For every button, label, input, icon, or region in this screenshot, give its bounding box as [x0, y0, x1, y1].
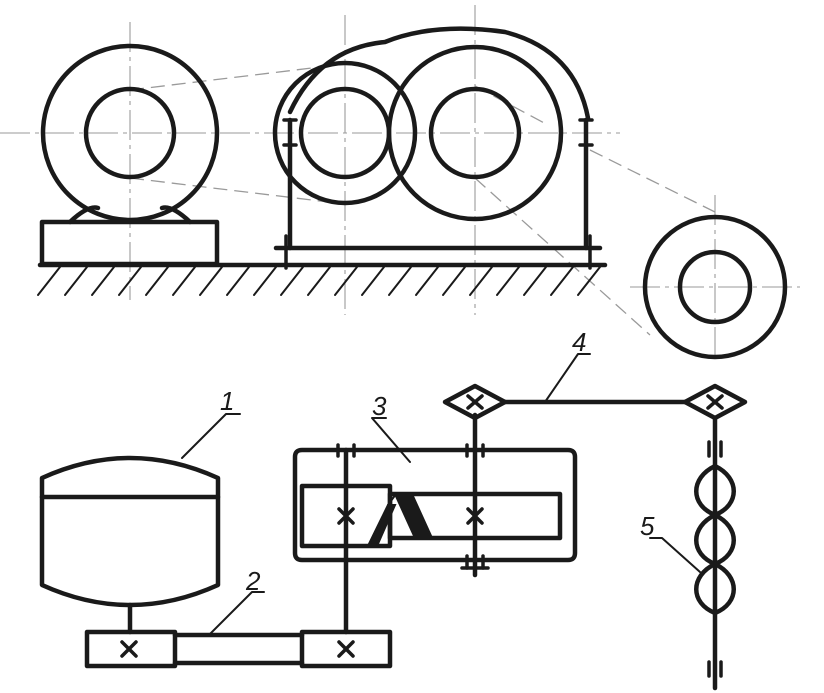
ground-hatch-line	[361, 266, 385, 296]
ground	[37, 262, 608, 296]
ground-hatch-line	[199, 266, 223, 296]
ground-hatch-line	[226, 266, 250, 296]
ground-hatch-line	[118, 266, 142, 296]
ground-hatch-line	[307, 266, 331, 296]
ground-hatch-line	[253, 266, 277, 296]
top-view	[0, 5, 800, 360]
leader-lines	[181, 353, 701, 637]
callouts: 1 2 3 4 5	[220, 327, 655, 596]
callout-gearbox: 3	[372, 391, 387, 421]
centerlines	[0, 5, 800, 360]
ground-hatch-line	[469, 266, 493, 296]
ground-hatch-line	[523, 266, 547, 296]
ground-hatch-line	[91, 266, 115, 296]
ground-hatch-line	[550, 266, 574, 296]
ground-hatch-line	[415, 266, 439, 296]
ground-hatch-line	[496, 266, 520, 296]
ground-hatch-line	[64, 266, 88, 296]
driven-drum	[642, 214, 788, 360]
callout-coupling: 2	[245, 566, 261, 596]
ground-hatch-line	[280, 266, 304, 296]
gearbox-housing	[272, 26, 603, 270]
ground-hatch-line	[577, 266, 601, 296]
rope-drum	[694, 440, 736, 678]
gear-reducer	[292, 412, 578, 635]
output-shaft	[442, 383, 748, 691]
callout-motor: 1	[220, 386, 234, 416]
ground-hatch-line	[388, 266, 412, 296]
coupling	[84, 629, 393, 669]
electric-motor	[39, 455, 221, 635]
callout-drum: 5	[640, 511, 655, 541]
ground-hatch-line	[334, 266, 358, 296]
callout-shaft: 4	[572, 327, 586, 357]
ground-hatch-line	[442, 266, 466, 296]
kinematic-scheme: 1 2 3 4 5	[39, 327, 748, 691]
ground-hatch-line	[37, 266, 61, 296]
ground-hatch-line	[172, 266, 196, 296]
ground-hatch-line	[145, 266, 169, 296]
